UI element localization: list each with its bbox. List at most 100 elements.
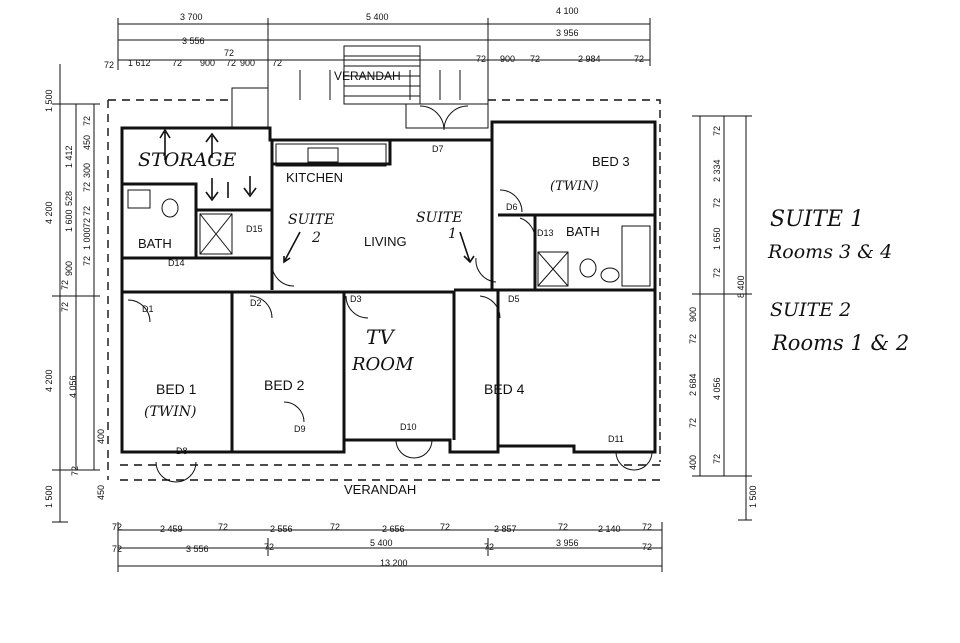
dim-top-1-c: 4 100 <box>556 6 579 16</box>
dim-right-inner-7: 2 684 <box>688 373 698 396</box>
right-dimension-lines <box>692 115 752 521</box>
dim-bot-2-6: 72 <box>642 542 652 552</box>
dim-top-3-2: 72 <box>172 58 182 68</box>
room-label-suite-1-number: 1 <box>448 226 457 242</box>
door-label-d1: D1 <box>142 304 154 314</box>
dim-right-inner-11: 400 <box>688 455 698 470</box>
room-label-tv: TV <box>366 325 396 349</box>
kitchen-counter <box>275 143 387 167</box>
room-label-bed-2: BED 2 <box>264 377 305 393</box>
door-swings <box>127 105 653 483</box>
room-note-bed-1: (TWIN) <box>144 404 196 420</box>
note-suite-1: SUITE 1 <box>770 207 864 232</box>
dim-left-mid-3: 900 <box>64 261 74 276</box>
door-label-d7: D7 <box>432 144 444 154</box>
right-bath-tub <box>621 225 651 287</box>
door-label-d5: D5 <box>508 294 520 304</box>
left-dimension-lines <box>52 64 100 523</box>
dim-top-2-a: 3 556 <box>182 36 205 46</box>
note-suite-1-rooms: Rooms 3 & 4 <box>767 241 892 263</box>
dim-right-inner-6: 72 <box>688 334 698 344</box>
dim-left-mid-2: 1 600 <box>64 209 74 232</box>
kitchen-sink <box>307 147 339 163</box>
right-shower-tray <box>537 251 569 287</box>
room-label-living: LIVING <box>364 234 407 249</box>
dim-left-inner-5: 72 <box>82 218 92 228</box>
door-label-d9: D9 <box>294 424 306 434</box>
dim-right-outer-0: 8 400 <box>736 275 746 298</box>
dim-top-3-8: 900 <box>500 54 515 64</box>
dim-left-outer-1: 4 200 <box>44 201 54 224</box>
right-toilet <box>579 258 597 278</box>
door-label-d6: D6 <box>506 202 518 212</box>
room-label-suite-2-number: 2 <box>311 230 321 246</box>
dim-bot-1-3: 2 556 <box>270 524 293 534</box>
dim-bot-2-4: 72 <box>484 542 494 552</box>
dim-left-inner-11: 72 <box>70 466 80 476</box>
door-label-d3: D3 <box>350 294 362 304</box>
room-label-tv-room: ROOM <box>351 354 414 375</box>
door-label-d8: D8 <box>176 446 188 456</box>
dim-bot-2-5: 3 956 <box>556 538 579 548</box>
dim-right-inner-8: 72 <box>688 418 698 428</box>
dim-right-inner-2: 72 <box>712 198 722 208</box>
dim-top-3-6: 72 <box>272 58 282 68</box>
dim-bot-1-6: 72 <box>440 522 450 532</box>
dim-bot-1-4: 72 <box>330 522 340 532</box>
verandah-outline <box>107 99 661 481</box>
door-label-d14: D14 <box>168 258 185 268</box>
left-basin <box>127 189 151 209</box>
dim-bot-1-1: 2 459 <box>160 524 183 534</box>
dim-bot-3: 13 200 <box>380 558 408 568</box>
room-label-bath-right: BATH <box>566 224 600 239</box>
right-basin <box>600 267 620 283</box>
room-label-verandah-bottom: VERANDAH <box>344 482 416 497</box>
dim-bot-1-2: 72 <box>218 522 228 532</box>
top-verandah-columns <box>267 40 489 104</box>
dim-top-3-10: 2 984 <box>578 54 601 64</box>
dim-left-mid-4: 4 056 <box>68 375 78 398</box>
dim-left-inner-9: 72 <box>60 302 70 312</box>
dim-left-inner-7: 72 <box>82 256 92 266</box>
door-label-d13: D13 <box>537 228 554 238</box>
storage-arrows <box>159 128 257 202</box>
dim-bot-1-10: 72 <box>642 522 652 532</box>
dim-left-inner-10: 400 <box>96 429 106 444</box>
dim-left-inner-2: 300 <box>82 163 92 178</box>
dim-right-inner-1: 2 334 <box>712 159 722 182</box>
right-shower <box>537 251 569 287</box>
dim-bot-1-0: 72 <box>112 522 122 532</box>
dim-left-inner-4: 72 <box>82 206 92 216</box>
dim-left-inner-6: 1 000 <box>82 227 92 250</box>
dim-top-1-b: 5 400 <box>366 12 389 22</box>
dim-left-outer-2: 4 200 <box>44 369 54 392</box>
room-label-bed-4: BED 4 <box>484 381 525 397</box>
dim-left-outer-0: 1 500 <box>44 89 54 112</box>
note-suite-2: SUITE 2 <box>770 299 851 321</box>
dim-right-inner-0: 72 <box>712 126 722 136</box>
dim-right-inner-10: 72 <box>712 454 722 464</box>
dim-right-inner-3: 1 650 <box>712 227 722 250</box>
interior-walls <box>122 122 655 452</box>
dim-bot-2-3: 5 400 <box>370 538 393 548</box>
top-verandah-post-left <box>231 87 269 129</box>
door-label-d15: D15 <box>246 224 263 234</box>
dim-top-3-7: 72 <box>476 54 486 64</box>
dim-left-mid-0: 1 412 <box>64 145 74 168</box>
dim-top-3-5: 900 <box>240 58 255 68</box>
dim-bot-1-8: 72 <box>558 522 568 532</box>
top-porch-step <box>405 103 489 129</box>
dim-top-2-b: 3 956 <box>556 28 579 38</box>
dim-left-mid-1: 528 <box>64 191 74 206</box>
dim-bot-2-0: 72 <box>112 544 122 554</box>
dim-left-inner-1: 450 <box>82 135 92 150</box>
dim-top-1-a: 3 700 <box>180 12 203 22</box>
dim-top-3-4: 72 <box>226 58 236 68</box>
dim-bot-1-7: 2 857 <box>494 524 517 534</box>
dim-right-inner-4: 72 <box>712 268 722 278</box>
dim-left-inner-12: 450 <box>96 485 106 500</box>
left-toilet <box>161 198 179 218</box>
bottom-dimension-lines <box>117 522 663 572</box>
dim-top-3-mid: 72 <box>224 48 234 58</box>
